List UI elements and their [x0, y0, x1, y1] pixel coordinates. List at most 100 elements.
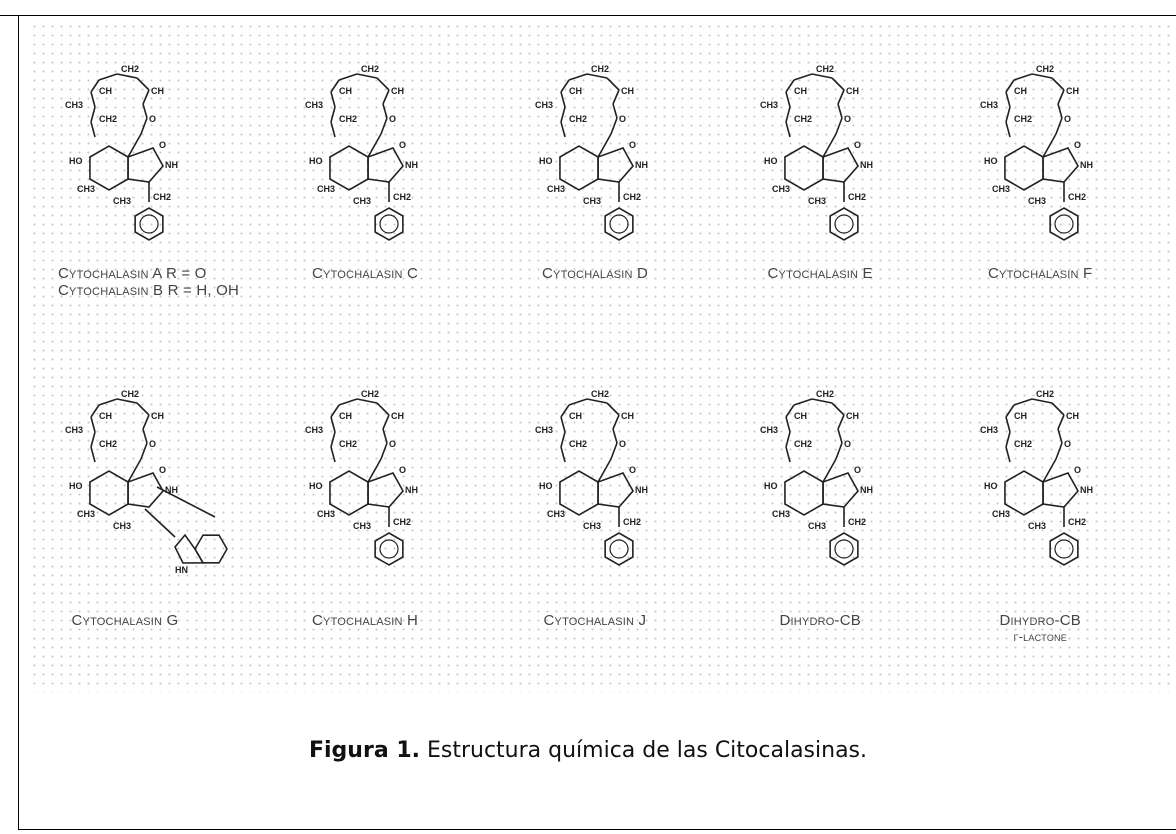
- compound-name: Dihydro-CB: [999, 612, 1081, 629]
- chain-bond: [90, 431, 96, 448]
- chain-bond: [330, 91, 336, 108]
- figure-number: Figura 1.: [308, 738, 420, 763]
- atom-label-ch2: CH2: [848, 517, 866, 527]
- atom-label-ch2: CH2: [591, 64, 609, 74]
- chain-bond: [1057, 89, 1065, 105]
- chain-bond: [785, 431, 791, 448]
- atom-label-ch2: CH2: [591, 389, 609, 399]
- lactam-ring: [367, 472, 404, 508]
- aromatic-circle: [139, 214, 159, 234]
- aromatic-circle: [609, 539, 629, 559]
- atom-label-ch2: CH2: [1036, 64, 1054, 74]
- atom-label-ch3: CH3: [992, 509, 1010, 519]
- atom-label-nh: NH: [165, 485, 178, 495]
- compound-name: Cytochalasin G: [71, 612, 179, 629]
- aromatic-circle: [834, 214, 854, 234]
- cyclohexane-ring: [784, 145, 824, 191]
- compound-name: Cytochalasin J: [543, 612, 647, 629]
- chain-bond: [612, 89, 620, 105]
- junction-bond: [597, 458, 612, 483]
- atom-label-ho: HO: [764, 481, 778, 491]
- atom-label-ch2: CH2: [569, 114, 587, 124]
- chain-bond: [330, 431, 336, 448]
- atom-label-ch2: CH2: [623, 192, 641, 202]
- lactam-ring: [127, 472, 164, 508]
- atom-label-ch3: CH3: [772, 509, 790, 519]
- chain-bond: [560, 446, 566, 463]
- chain-bond: [338, 398, 358, 406]
- junction-bond: [367, 133, 382, 158]
- chain-bond: [560, 431, 566, 448]
- compound-label-dcb: Dihydro-CB: [780, 612, 861, 629]
- chain-bond: [837, 89, 845, 105]
- atom-label-ch2: CH2: [1014, 114, 1032, 124]
- aromatic-circle: [379, 214, 399, 234]
- chain-bond: [606, 77, 620, 91]
- atom-label-ch3: CH3: [353, 196, 371, 206]
- atom-label-ch2: CH2: [393, 517, 411, 527]
- atom-label-ch3: CH3: [583, 521, 601, 531]
- chain-bond: [831, 402, 845, 416]
- atom-label-ch: CH: [151, 86, 164, 96]
- atom-label-ch: CH: [99, 411, 112, 421]
- atom-label-ch3: CH3: [77, 509, 95, 519]
- atom-label-ho: HO: [539, 156, 553, 166]
- chain-bond: [560, 79, 570, 93]
- chain-bond: [785, 79, 795, 93]
- atom-label-nh: NH: [1080, 160, 1093, 170]
- chain-bond: [586, 73, 608, 79]
- atom-label-ch3: CH3: [808, 196, 826, 206]
- chain-bond: [831, 77, 845, 91]
- chain-bond: [1013, 398, 1033, 406]
- atom-label-ch3: CH3: [760, 425, 778, 435]
- atom-label-ch2: CH2: [1014, 439, 1032, 449]
- chain-bond: [380, 442, 388, 460]
- benzene-ring: [374, 532, 404, 566]
- atom-label-o: O: [844, 439, 851, 449]
- atom-label-ch3: CH3: [980, 425, 998, 435]
- chain-bond: [136, 77, 150, 91]
- chain-bond: [90, 106, 96, 123]
- chain-bond: [140, 442, 148, 460]
- atom-label-o: O: [149, 439, 156, 449]
- atom-label-ch3: CH3: [535, 100, 553, 110]
- lactam-ring: [127, 147, 164, 183]
- atom-label-ch3: CH3: [113, 196, 131, 206]
- chain-bond: [330, 404, 340, 418]
- cyclohexane-ring: [329, 145, 369, 191]
- atom-label-ch: CH: [391, 411, 404, 421]
- atom-label-ch: CH: [794, 86, 807, 96]
- atom-label-nh: NH: [860, 485, 873, 495]
- atom-label-ch3: CH3: [77, 184, 95, 194]
- aromatic-circle: [1054, 214, 1074, 234]
- compound-label-c: Cytochalasin C: [312, 265, 418, 282]
- chain-bond: [811, 73, 833, 79]
- chain-bond: [90, 404, 100, 418]
- atom-label-ch2: CH2: [361, 64, 379, 74]
- chain-bond: [568, 73, 588, 81]
- chain-bond: [142, 89, 150, 105]
- atom-label-ch3: CH3: [317, 184, 335, 194]
- junction-bond: [127, 458, 142, 483]
- aromatic-circle: [379, 539, 399, 559]
- atom-label-o: O: [159, 140, 166, 150]
- atom-label-ho: HO: [69, 156, 83, 166]
- atom-label-o: O: [389, 114, 396, 124]
- atom-label-ch3: CH3: [65, 100, 83, 110]
- chain-bond: [382, 103, 388, 119]
- atom-label-ch: CH: [569, 411, 582, 421]
- chain-bond: [116, 398, 138, 404]
- atom-label-o: O: [1064, 114, 1071, 124]
- chain-bond: [356, 398, 378, 404]
- chain-bond: [330, 446, 336, 463]
- chain-bond: [90, 416, 96, 433]
- junction-bond: [367, 458, 382, 483]
- chain-bond: [785, 91, 791, 108]
